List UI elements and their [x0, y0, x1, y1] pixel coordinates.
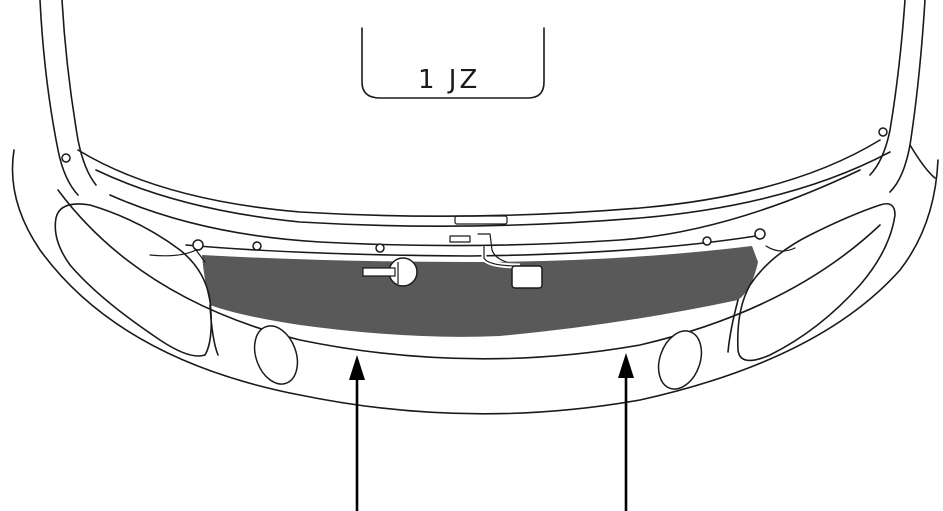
- left-tail-lamp: [54, 203, 212, 357]
- trunk-lid-edge: [77, 139, 891, 227]
- lock-rod: [362, 267, 396, 277]
- rail-hole-1: [252, 241, 262, 251]
- rail-hole-3: [702, 236, 712, 246]
- rear-panel-rail: [109, 169, 861, 257]
- license-plate: 1 JZ: [361, 27, 545, 99]
- left-pillar-hole: [61, 153, 71, 163]
- right-tow-opening: [657, 330, 703, 390]
- arrow-right: [618, 353, 634, 511]
- bumper-outline: [11, 149, 939, 415]
- latch-switch: [511, 265, 543, 289]
- lower-panel: [209, 299, 739, 390]
- left-pillar: [39, 0, 97, 196]
- left-tow-opening: [253, 325, 299, 385]
- right-pillar: [869, 0, 936, 193]
- right-pillar-hole: [878, 127, 888, 137]
- arrow-left: [349, 355, 365, 511]
- rail-hole-2: [375, 243, 385, 253]
- right-tail-lamp: [736, 202, 896, 362]
- rail-hole-left-corner: [192, 239, 204, 251]
- shaded-panel: [202, 245, 758, 337]
- rail-hole-right-corner: [754, 228, 766, 240]
- shaded-panel-area: [202, 246, 758, 337]
- license-plate-text: 1 JZ: [418, 65, 480, 95]
